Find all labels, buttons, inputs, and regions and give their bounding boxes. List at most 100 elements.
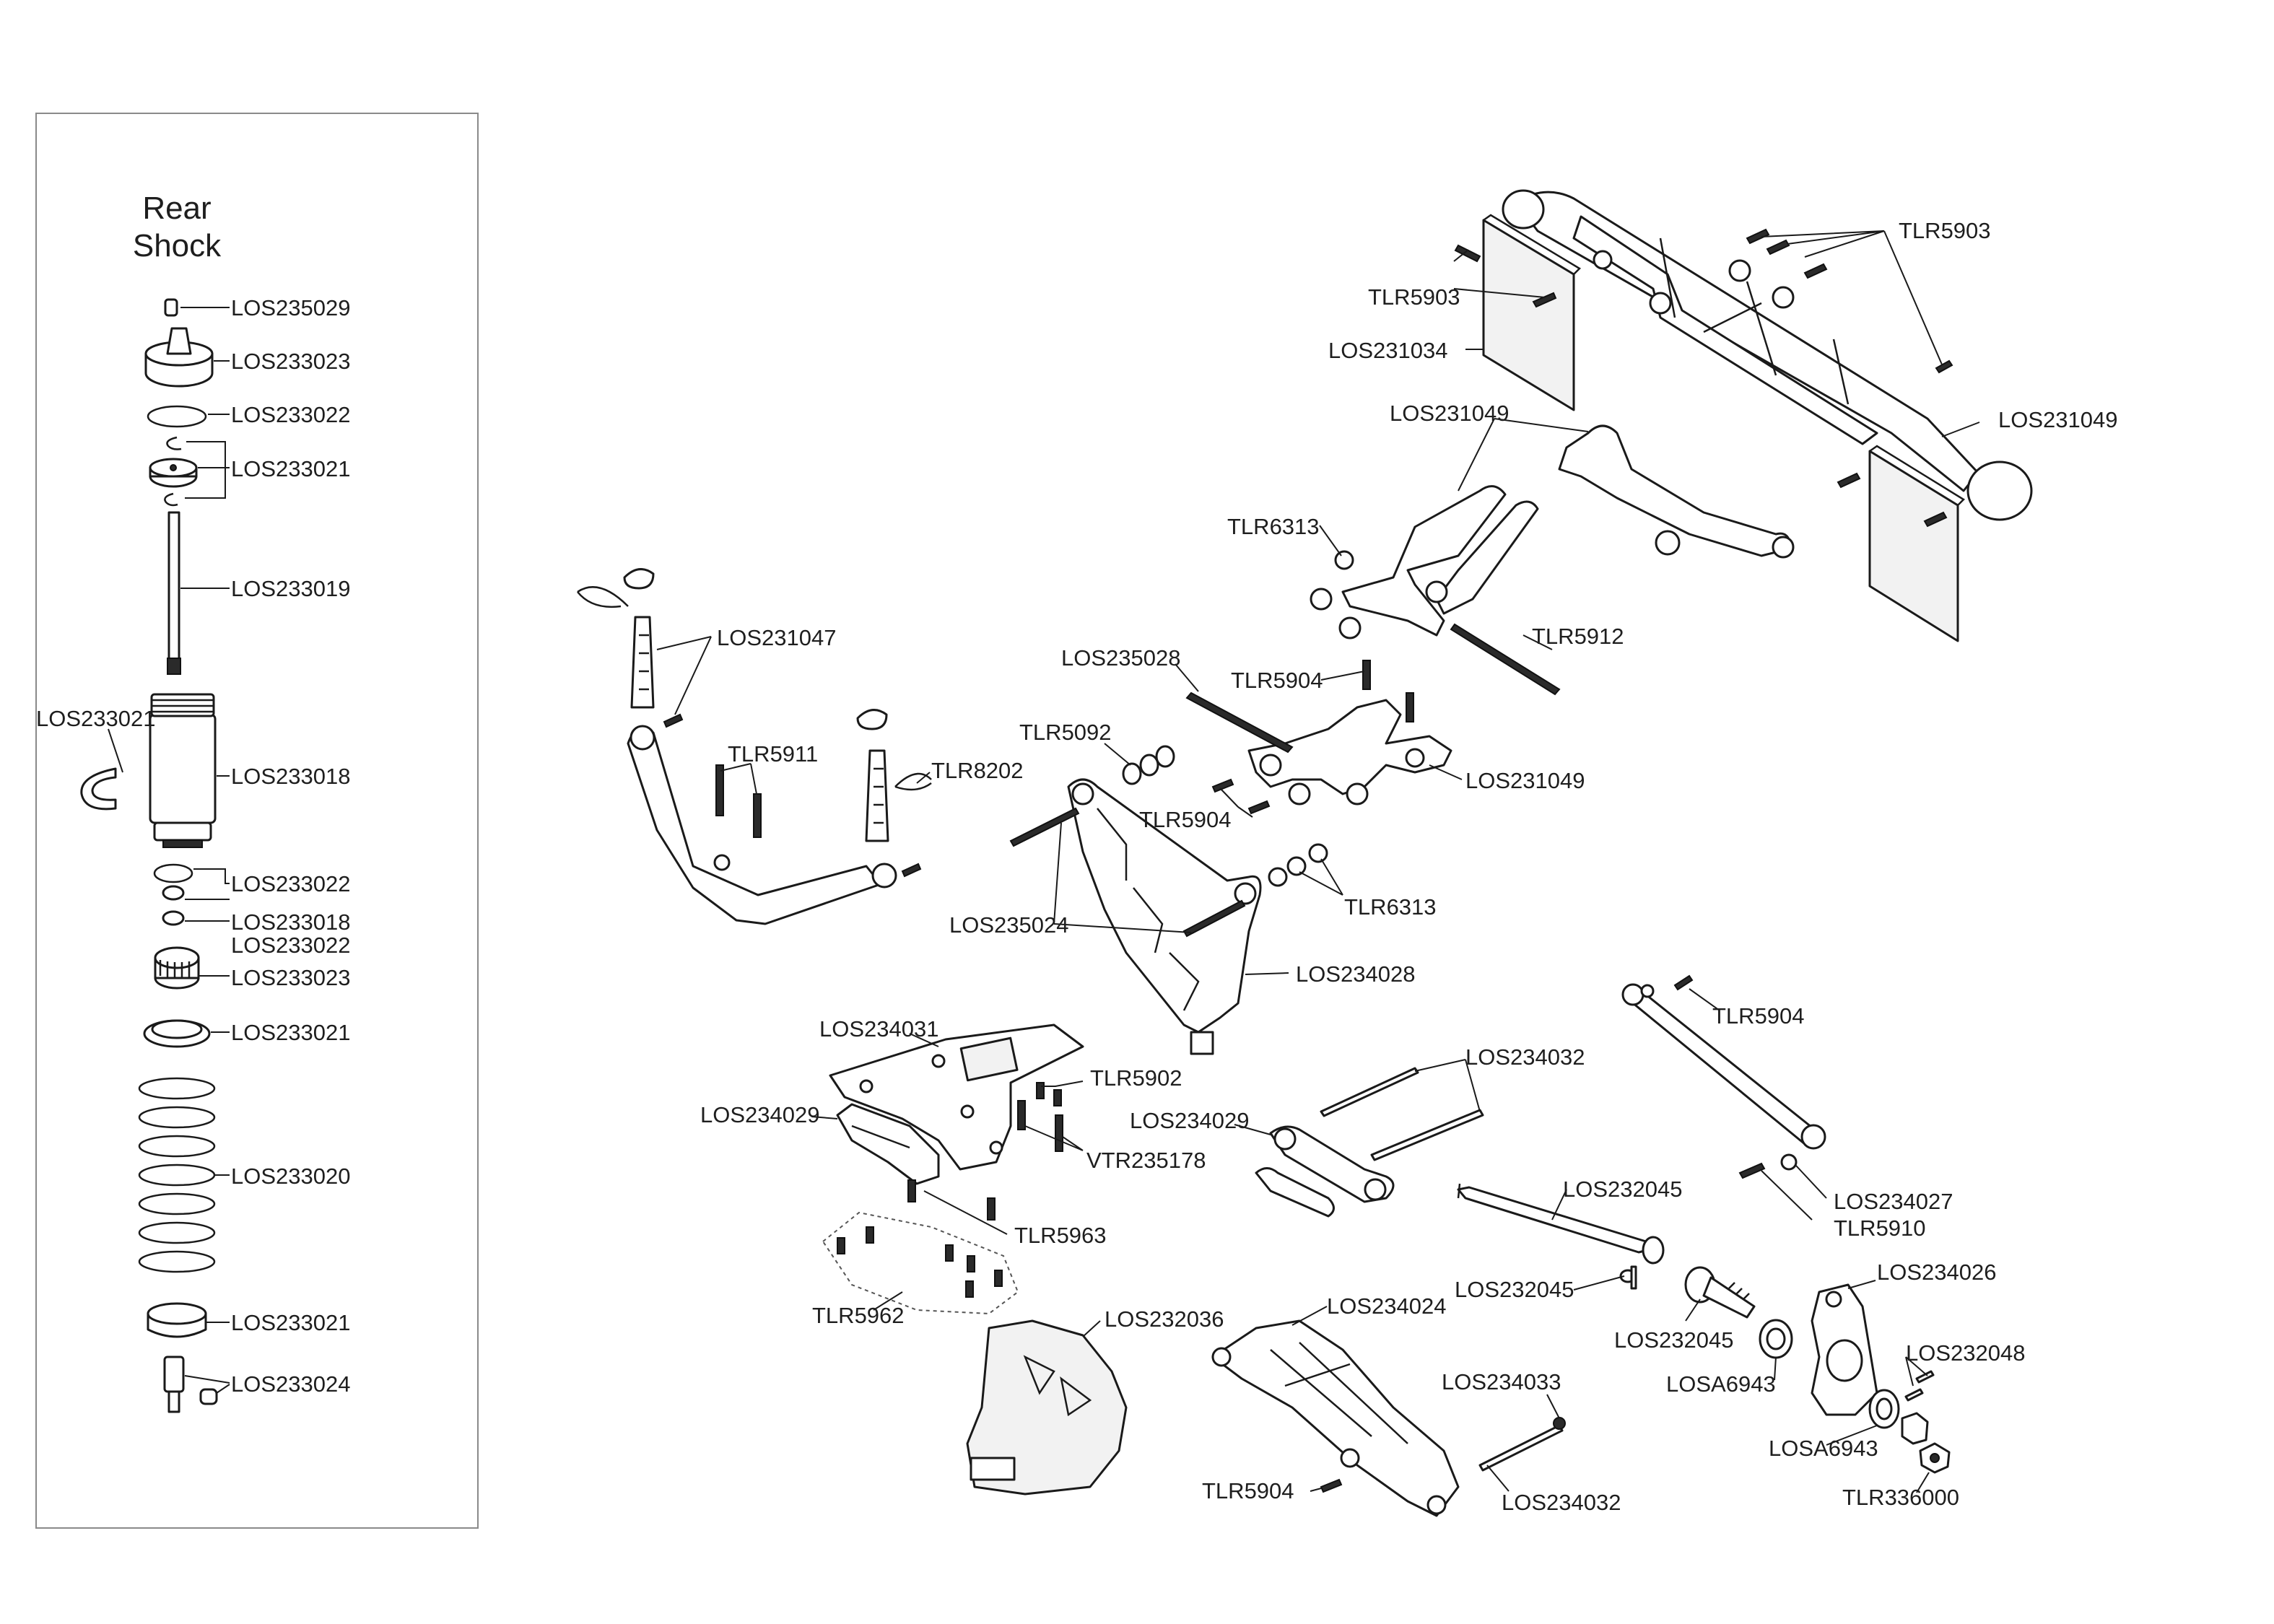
shock-panel-frame xyxy=(35,113,479,1529)
shock-spring xyxy=(138,1077,216,1273)
shock-cap-screw xyxy=(164,298,178,317)
part-label: LOS234031 xyxy=(819,1016,938,1042)
driveshaft-pins xyxy=(1619,1265,1637,1290)
screw-los234033 xyxy=(1553,1417,1566,1430)
hex-hub xyxy=(1901,1412,1929,1445)
part-label: TLR5903 xyxy=(1899,218,1991,243)
part-label: LOS233021 xyxy=(231,456,350,481)
part-label: TLR5902 xyxy=(1090,1065,1182,1091)
part-label: TLR6313 xyxy=(1344,894,1437,920)
upper-wing-bracket-right xyxy=(1558,424,1795,559)
part-label: TLR336000 xyxy=(1842,1485,1959,1510)
part-label: LOS233022 xyxy=(231,402,350,427)
shock-e-clip-bottom xyxy=(164,492,178,507)
rear-skid-plate xyxy=(966,1319,1128,1496)
shock-collar-clip xyxy=(80,767,117,811)
shock-cap xyxy=(144,327,214,388)
part-label: LOS233018 xyxy=(231,909,350,935)
wheel-nut-tlr336000 xyxy=(1919,1442,1951,1474)
part-label: LOS232045 xyxy=(1455,1277,1574,1302)
skid-plate-screws xyxy=(837,1179,1003,1298)
chassis-mount-block xyxy=(836,1103,940,1185)
part-label: TLR5910 xyxy=(1834,1215,1926,1241)
rear-shock-panel: Rear Shock xyxy=(35,113,479,1529)
rear-shock-tower xyxy=(1067,778,1262,1055)
part-label: LOS231049 xyxy=(1998,407,2117,432)
wing-screws xyxy=(1454,228,1953,528)
part-label: LOS231047 xyxy=(717,625,836,650)
mud-flap-left xyxy=(1482,214,1582,411)
nut-tlr6313-top xyxy=(1334,550,1354,570)
part-label: LOS233021 xyxy=(231,1310,350,1335)
shock-lower-seal xyxy=(162,910,185,926)
nuts-tlr6313-mid xyxy=(1268,843,1328,887)
toe-link-los234027 xyxy=(1621,983,1826,1150)
shock-e-clip-top xyxy=(166,436,182,450)
screw-tlr5904-arm xyxy=(1320,1478,1343,1493)
part-number-labels: LOS235029 LOS233023 LOS233022 LOS233021 … xyxy=(36,218,2117,1515)
shock-lower-o-ring xyxy=(153,863,193,883)
part-label: TLR5904 xyxy=(1231,668,1323,693)
shock-panel-title-line1: Rear xyxy=(142,191,211,226)
part-label: TLR5904 xyxy=(1712,1003,1805,1029)
part-label: VTR235178 xyxy=(1086,1148,1206,1173)
part-label: LOS234032 xyxy=(1502,1490,1621,1515)
part-label: LOS233021 xyxy=(231,1020,350,1045)
part-label: LOS234024 xyxy=(1327,1293,1446,1319)
body-post-left xyxy=(577,568,655,709)
shock-bushing xyxy=(162,885,185,901)
part-label: LOS235024 xyxy=(949,912,1068,938)
screw-tlr5910 xyxy=(1738,1162,1766,1179)
shock-panel-title-line2: Shock xyxy=(133,228,222,263)
part-label: TLR5904 xyxy=(1202,1478,1294,1503)
part-label: LOS233022 xyxy=(231,871,350,896)
long-screw-tlr5912 xyxy=(1450,623,1561,696)
part-label: LOS233018 xyxy=(231,764,350,789)
part-label: TLR5963 xyxy=(1014,1223,1107,1248)
part-label: LOS233021 xyxy=(36,706,155,731)
body-post-screws xyxy=(663,713,922,878)
upper-wing-bracket-left xyxy=(1310,485,1539,639)
part-label: LOS234032 xyxy=(1465,1044,1585,1070)
chassis-screws-tlr5902 xyxy=(1017,1082,1063,1152)
part-label: LOS234029 xyxy=(700,1102,819,1127)
part-label: LOS232048 xyxy=(1906,1340,2025,1366)
part-label: LOS234026 xyxy=(1877,1260,1996,1285)
long-screw-los235028 xyxy=(1185,691,1294,754)
part-label: LOS233023 xyxy=(231,965,350,990)
shock-spring-cup xyxy=(143,1019,211,1048)
shock-lower-spring-cup xyxy=(147,1302,207,1338)
main-leader-lines xyxy=(656,230,1980,1493)
part-label: TLR5903 xyxy=(1368,284,1460,310)
body-mount-stand xyxy=(627,725,897,925)
wing-mount-right-disc xyxy=(1966,460,2033,521)
part-label: TLR5904 xyxy=(1139,807,1232,832)
bearing-losa6943-outer xyxy=(1868,1389,1900,1429)
part-label: LOS231049 xyxy=(1390,401,1509,426)
part-label: TLR5092 xyxy=(1019,720,1112,745)
part-label: LOS233022 xyxy=(231,933,350,958)
bearing-losa6943-inner xyxy=(1759,1319,1793,1359)
part-label: LOS234033 xyxy=(1442,1369,1561,1394)
part-label: LOS231034 xyxy=(1328,338,1447,363)
part-label: LOS233023 xyxy=(231,349,350,374)
body-post-right xyxy=(856,709,932,842)
part-label: LOSA6943 xyxy=(1769,1436,1878,1461)
part-label: LOS235028 xyxy=(1061,645,1180,671)
part-label: TLR5911 xyxy=(728,741,818,767)
shock-tower-screw-upper xyxy=(1009,807,1080,847)
part-label: LOS232045 xyxy=(1614,1327,1733,1353)
middle-shock-tower-bracket xyxy=(1247,699,1452,806)
tlr5962-group-outline xyxy=(822,1211,1019,1315)
part-label: LOS232036 xyxy=(1105,1306,1224,1332)
shock-piston xyxy=(149,458,198,488)
camber-link-los234029 xyxy=(1269,1125,1395,1203)
screws-tlr5904-mid xyxy=(1211,660,1414,815)
wing-mount-left-disc xyxy=(1502,189,1545,230)
spacer-toe-link xyxy=(1780,1153,1798,1171)
part-label: LOS234029 xyxy=(1130,1108,1249,1133)
rear-wing-mount-assembly xyxy=(1502,189,2033,521)
mud-flap-right xyxy=(1868,445,1966,642)
chassis-brace-plate xyxy=(829,1023,1084,1171)
